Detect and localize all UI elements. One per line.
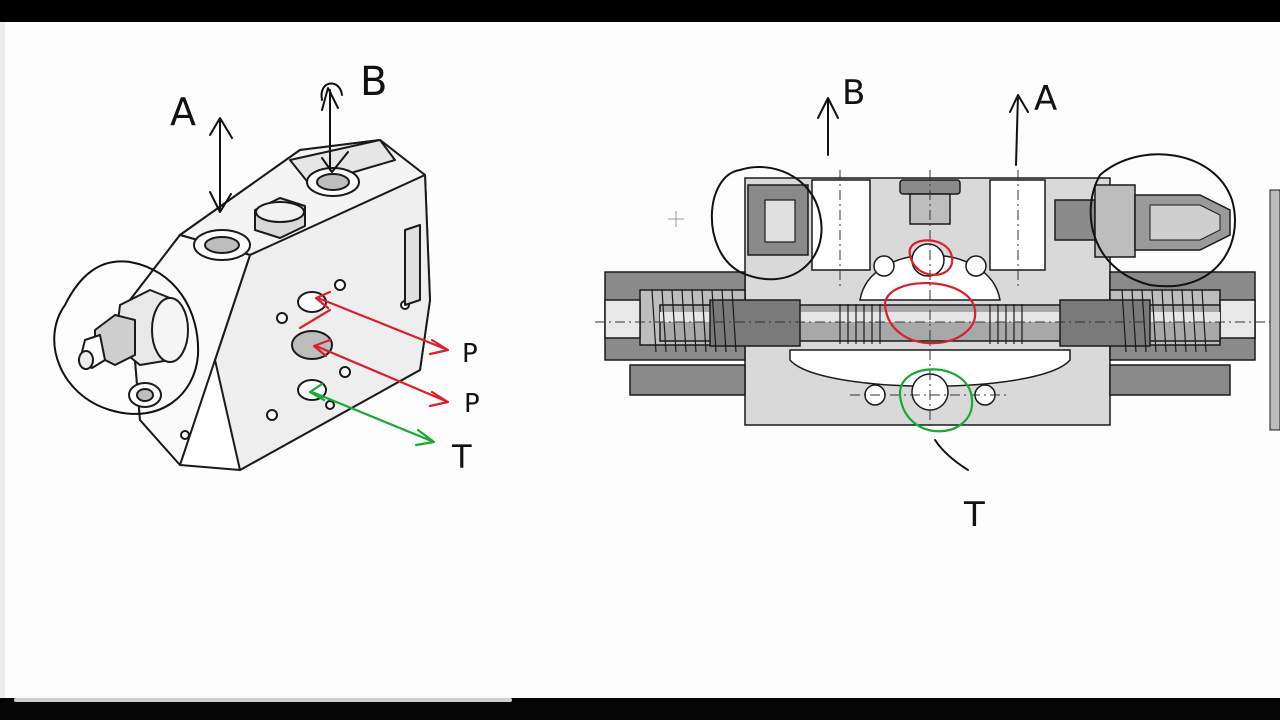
circle-red-spool — [883, 282, 977, 345]
double-arrow-a — [209, 117, 233, 213]
horizontal-scrollbar[interactable] — [14, 698, 512, 702]
label-t-right: T — [963, 495, 985, 535]
label-p1: P — [462, 339, 478, 369]
label-t-left: T — [451, 438, 472, 476]
label-a-right: A — [1034, 79, 1057, 119]
circle-red-top — [908, 239, 954, 276]
bottom-bar — [0, 698, 1280, 720]
double-arrow-b — [321, 87, 349, 173]
circle-green-tank — [898, 368, 974, 433]
arrow-p-1 — [314, 290, 450, 356]
right-annotations: B A T — [668, 73, 1236, 535]
label-p2: P — [464, 389, 480, 419]
left-annotations: A B P P T — [53, 59, 480, 476]
arrow-p-2 — [312, 338, 450, 408]
label-a-left: A — [170, 90, 196, 134]
top-bar — [0, 0, 1280, 22]
label-b-right: B — [842, 73, 865, 113]
circle-right-adjuster — [1089, 153, 1236, 288]
circle-left-solenoid — [710, 166, 823, 281]
valve-block-isometric — [78, 139, 431, 471]
arrow-b-right — [817, 97, 839, 156]
arrow-a-right — [1009, 94, 1029, 166]
relief-cartridge — [78, 289, 189, 370]
arrow-t — [308, 382, 436, 447]
valve-cross-section — [595, 170, 1280, 431]
label-b-left: B — [360, 59, 387, 105]
circle-relief-left — [53, 260, 200, 415]
canvas-left-edge — [0, 22, 5, 698]
